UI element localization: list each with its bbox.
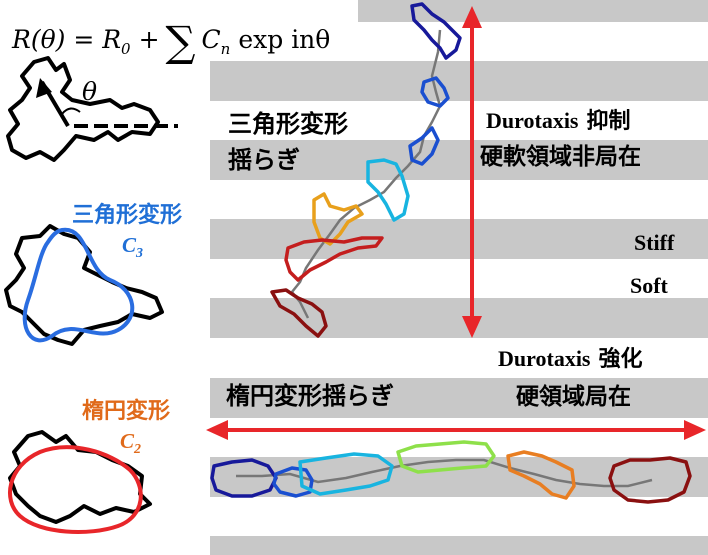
cell-red [284, 236, 384, 282]
triangular-fluct-line1: 三角形変形 [228, 110, 348, 138]
stiff-stripes [210, 0, 708, 555]
stripe [210, 298, 708, 338]
vertical-result-subtitle: 硬軟領域非局在 [480, 143, 641, 170]
c2-label: C2 [120, 429, 141, 457]
ellipse-mode-shape [8, 445, 143, 534]
cell-navy [210, 458, 278, 498]
stripe [210, 219, 708, 259]
horizontal-result-subtitle: 硬領域局在 [516, 383, 631, 410]
horizontal-trajectory [210, 440, 692, 504]
stripe [210, 536, 708, 555]
cell-cyan [298, 452, 394, 496]
stripe [210, 457, 708, 497]
cell-darkred [270, 288, 328, 338]
vertical-arrow [462, 6, 482, 338]
triangle-mode-shape [22, 227, 135, 343]
elliptic-label: 楕円変形 [82, 398, 170, 424]
cell-orange [506, 450, 576, 500]
vertical-trajectory [270, 2, 462, 338]
theta-axes [36, 78, 178, 128]
migration-track [236, 458, 653, 488]
c3-label: C3 [122, 233, 143, 261]
elliptic-fluct-text: 楕円変形揺らぎ [226, 382, 394, 410]
cell-blue-small [420, 76, 450, 108]
stripe [210, 61, 708, 101]
cell-outline-theta [6, 56, 160, 162]
cell-blue-mid [408, 126, 440, 166]
horizontal-arrow [206, 420, 706, 440]
cell-darkred [608, 456, 692, 504]
stripe [210, 140, 708, 180]
stripe [358, 0, 708, 22]
cell-blue [272, 466, 314, 498]
triangular-fluct-line2: 揺らぎ [228, 146, 300, 174]
stiff-label: Stiff [634, 230, 675, 255]
stripe [210, 378, 708, 418]
theta-label: θ [82, 77, 97, 106]
cell-cyan [366, 158, 410, 222]
cell-green [396, 440, 496, 474]
cell-orange [312, 192, 364, 246]
soft-label: Soft [630, 273, 669, 298]
cell-navy [410, 2, 462, 60]
triangular-label: 三角形変形 [72, 202, 182, 228]
